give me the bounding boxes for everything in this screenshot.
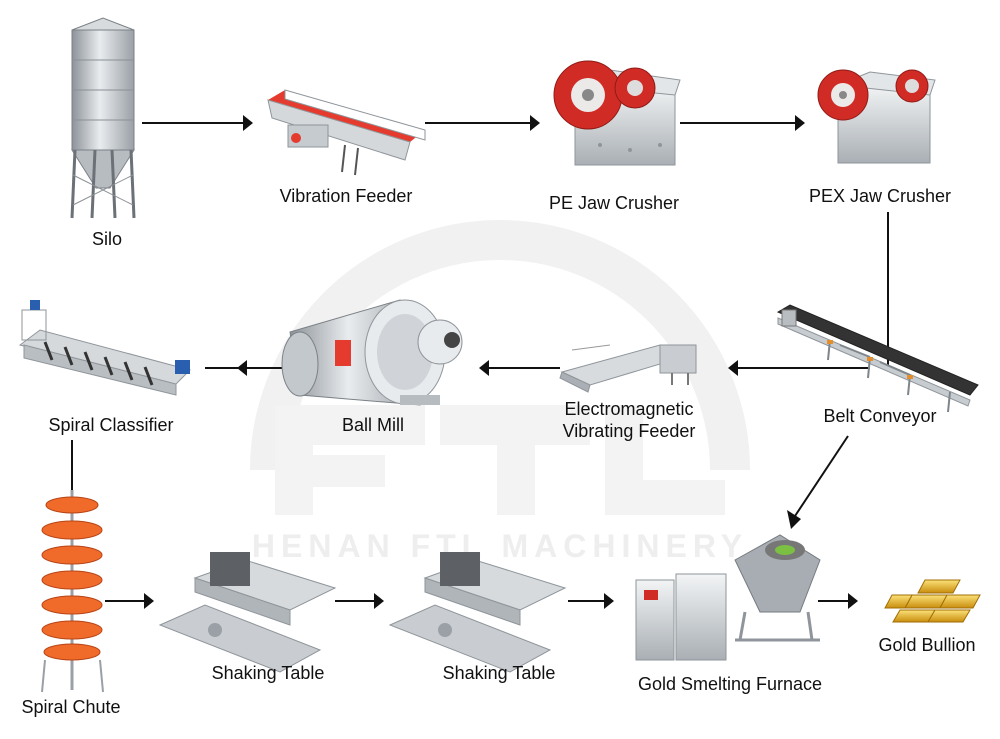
label-belt-conveyor: Belt Conveyor [823,406,937,426]
label-spiral-chute: Spiral Chute [21,697,121,717]
label-em-feeder-line1: Electromagnetic [564,399,694,419]
label-shaking-table-1: Shaking Table [211,663,325,683]
gold-bullion-icon [884,579,981,623]
jaw-crusher-icon [553,60,681,166]
arrowhead [374,593,384,609]
shaking-table-icon [158,552,337,673]
label-shaking-table-2: Shaking Table [442,663,556,683]
label-gold-bullion: Gold Bullion [878,635,976,655]
arrowhead [728,360,738,376]
arrowhead [604,593,614,609]
vibration-feeder-icon [267,89,426,176]
spiral-classifier-icon [18,300,191,396]
arrowhead [243,115,253,131]
electromagnetic-feeder-icon [559,344,697,393]
arrowhead [479,360,489,376]
shaking-table-icon [388,552,567,673]
silo-icon [70,17,136,219]
label-spiral-classifier: Spiral Classifier [48,415,174,435]
jaw-crusher-icon [817,69,936,164]
label-silo: Silo [91,229,123,249]
arrowhead [787,510,801,529]
watermark-company-text: HENAN FTL MACHINERY [251,528,749,564]
arrowhead [237,360,247,376]
label-vibration-feeder: Vibration Feeder [279,186,413,206]
ball-mill-icon [281,299,463,406]
connector-belt-furnace [794,435,849,517]
smelting-furnace-icon [635,534,821,661]
arrowhead [530,115,540,131]
spiral-chute-icon [41,490,104,693]
label-em-feeder-line2: Vibrating Feeder [562,421,696,441]
label-pex-jaw-crusher: PEX Jaw Crusher [808,186,952,206]
arrowhead [144,593,154,609]
label-pe-jaw-crusher: PE Jaw Crusher [548,193,680,213]
label-ball-mill: Ball Mill [341,415,405,435]
belt-conveyor-icon [776,304,979,413]
arrowhead [795,115,805,131]
label-gold-smelting-furnace: Gold Smelting Furnace [637,674,823,694]
arrowhead [848,593,858,609]
